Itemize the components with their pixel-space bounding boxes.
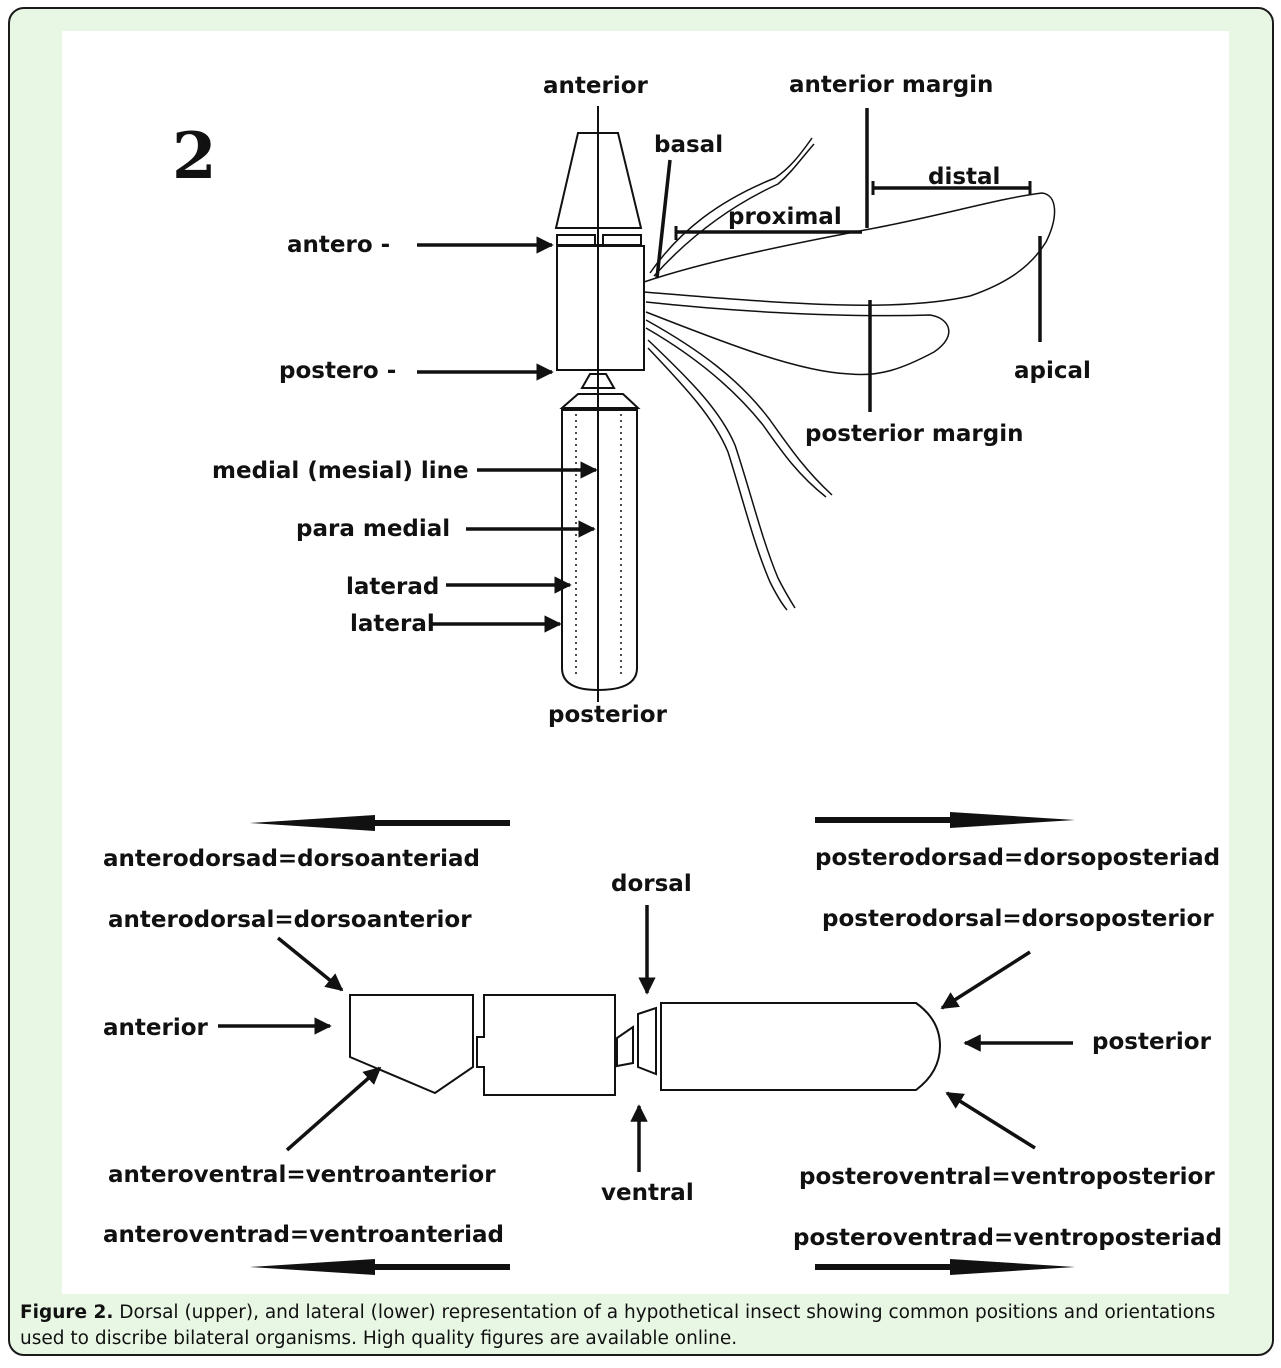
hindwing-outline bbox=[645, 301, 950, 376]
label-posterior-margin: posterior margin bbox=[805, 421, 1023, 447]
label-antero: antero - bbox=[287, 232, 390, 258]
label-posterior-dorsal: posterior bbox=[548, 702, 668, 728]
arrow-posterodorsal bbox=[940, 950, 1031, 1010]
arrow-posteroventrad bbox=[815, 1259, 1075, 1275]
insect-orientation-diagram: 2 anterior posterior antero - postero - … bbox=[103, 72, 1222, 1275]
dorsal-wings bbox=[643, 137, 1056, 611]
label-ventral: ventral bbox=[601, 1180, 694, 1206]
caption-label: Figure 2. bbox=[20, 1302, 114, 1323]
label-anteroventrad: anteroventrad=ventroanteriad bbox=[103, 1222, 504, 1248]
label-anterior-dorsal: anterior bbox=[543, 73, 649, 99]
label-postero: postero - bbox=[279, 358, 396, 384]
figure-panel bbox=[62, 31, 1229, 1294]
dorsal-body bbox=[554, 132, 645, 692]
leg-hind bbox=[647, 339, 796, 609]
label-dorsal: dorsal bbox=[611, 871, 692, 897]
label-posterodorsal: posterodorsal=dorsoposterior bbox=[822, 906, 1214, 932]
label-basal: basal bbox=[654, 132, 723, 158]
leg-front bbox=[645, 319, 833, 496]
label-para-medial: para medial bbox=[296, 516, 450, 542]
arrow-anterodorsad bbox=[250, 815, 510, 831]
lateral-thorax bbox=[476, 994, 616, 1096]
lateral-neck-small bbox=[616, 1025, 634, 1068]
antenna-upper bbox=[649, 137, 813, 274]
dorsal-abdomen-base bbox=[559, 393, 641, 409]
antenna-upper-inner bbox=[653, 143, 815, 277]
leg-hind-inner bbox=[647, 347, 788, 611]
dorsal-waist bbox=[580, 373, 616, 389]
label-posterior-lateral: posterior bbox=[1092, 1029, 1212, 1055]
forewing-outline bbox=[643, 192, 1056, 306]
pointer-basal bbox=[655, 159, 672, 279]
label-posterodorsad: posterodorsad=dorsoposteriad bbox=[815, 845, 1220, 871]
label-proximal: proximal bbox=[728, 204, 842, 230]
lateral-body bbox=[349, 994, 942, 1096]
caption-text: Dorsal (upper), and lateral (lower) repr… bbox=[20, 1302, 1216, 1349]
arrow-posteroventral bbox=[945, 1091, 1036, 1150]
label-anterior-margin: anterior margin bbox=[789, 72, 993, 98]
lateral-abdomen bbox=[660, 1002, 942, 1091]
label-lateral: lateral bbox=[350, 611, 435, 637]
label-posteroventral: posteroventral=ventroposterior bbox=[799, 1164, 1215, 1190]
dorsal-head bbox=[554, 132, 643, 229]
arrow-posterodorsad bbox=[815, 812, 1075, 828]
label-medial-line: medial (mesial) line bbox=[212, 458, 469, 484]
arrow-anterodorsal bbox=[276, 936, 344, 992]
dorsal-abdomen bbox=[561, 409, 638, 692]
label-laterad: laterad bbox=[346, 574, 439, 600]
figure-number: 2 bbox=[172, 119, 217, 194]
label-anterodorsal: anterodorsal=dorsoanterior bbox=[108, 907, 472, 933]
dorsal-thorax bbox=[556, 245, 645, 371]
arrow-anteroventral bbox=[285, 1066, 382, 1152]
label-anterior-lateral: anterior bbox=[103, 1015, 209, 1041]
label-apical: apical bbox=[1014, 358, 1091, 384]
label-distal: distal bbox=[928, 164, 1000, 190]
leg-front-inner bbox=[645, 327, 827, 498]
arrow-anteroventrad bbox=[250, 1259, 510, 1275]
label-posteroventrad: posteroventrad=ventroposteriad bbox=[793, 1225, 1222, 1251]
lateral-neck-large bbox=[637, 1006, 657, 1076]
label-anteroventral: anteroventral=ventroanterior bbox=[108, 1162, 496, 1188]
lateral-head bbox=[349, 994, 474, 1095]
label-anterodorsad: anterodorsad=dorsoanteriad bbox=[103, 846, 480, 872]
figure-caption: Figure 2. Dorsal (upper), and lateral (l… bbox=[20, 1300, 1255, 1352]
